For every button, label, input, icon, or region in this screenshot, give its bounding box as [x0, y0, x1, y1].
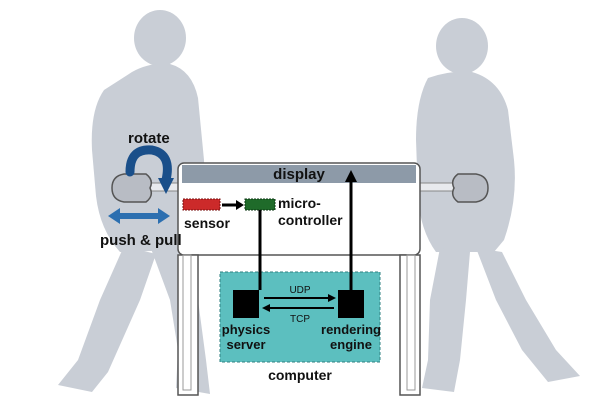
microcontroller-label-line1: micro- [278, 195, 321, 211]
computer-label: computer [268, 367, 332, 383]
right-person-silhouette-icon [416, 18, 580, 392]
double-arrow-icon [108, 208, 170, 224]
udp-label: UDP [289, 285, 310, 296]
rendering-engine-label-line1: rendering [321, 322, 381, 337]
microcontroller-block [244, 198, 276, 211]
push-pull-label: push & pull [100, 232, 182, 249]
display-label: display [273, 166, 325, 183]
sensor-block [182, 198, 221, 211]
table [177, 162, 421, 396]
physics-server-block [233, 290, 259, 318]
tcp-label: TCP [290, 314, 310, 325]
network-arrows [262, 294, 336, 312]
right-handle-icon [451, 173, 489, 203]
rotate-arrow-icon [125, 145, 174, 194]
physics-server-label-line1: physics [222, 322, 270, 337]
display-bar [182, 165, 416, 183]
table-leg-left-outer [177, 254, 199, 396]
left-handle-icon [111, 173, 153, 203]
sensor-label: sensor [184, 215, 230, 231]
rendering-engine-label-line2: engine [330, 337, 372, 352]
physics-server-label-line2: server [226, 337, 265, 352]
rotate-label: rotate [128, 130, 170, 147]
table-top [177, 162, 421, 256]
table-leg-right-outer [399, 254, 421, 396]
microcontroller-label-line2: controller [278, 212, 343, 228]
rendering-engine-block [338, 290, 364, 318]
